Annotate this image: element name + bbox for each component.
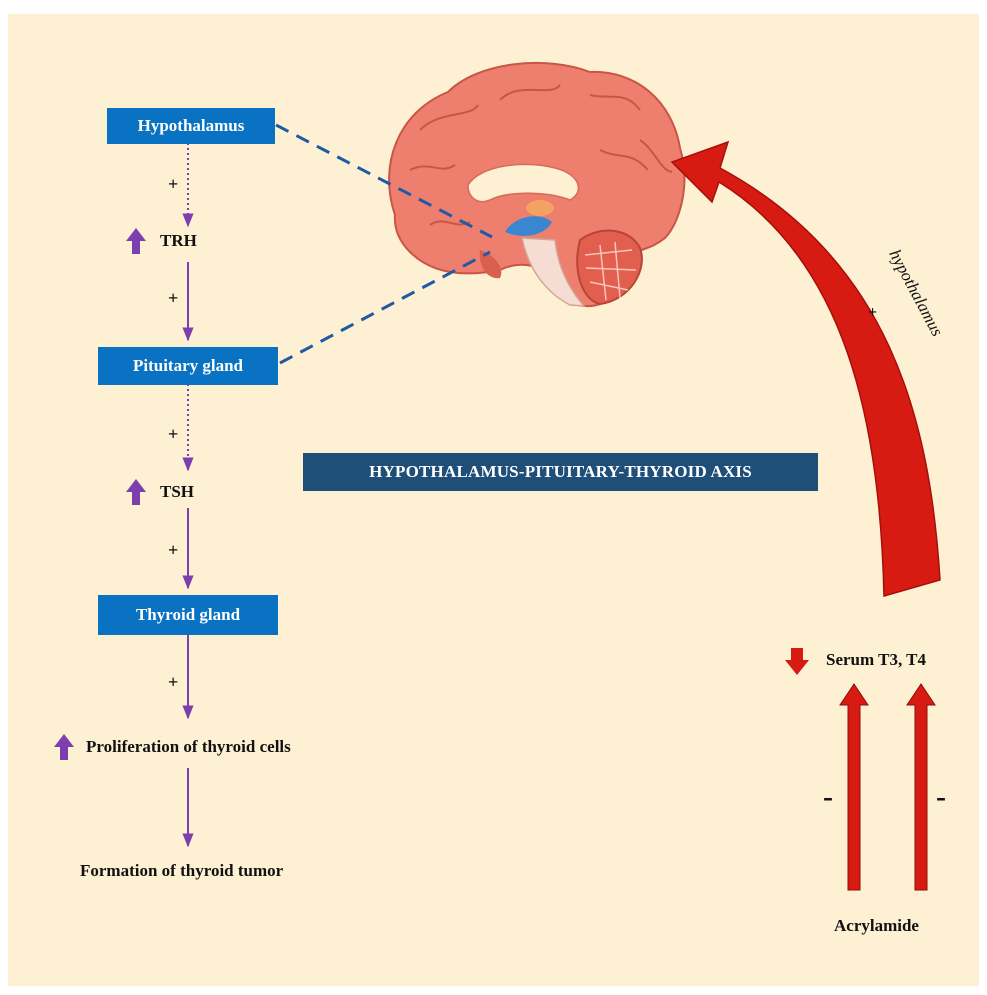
plus-sign-5: + xyxy=(168,672,178,693)
tsh-label: TSH xyxy=(160,482,194,502)
minus-sign-right: - xyxy=(936,780,946,814)
plus-sign-3: + xyxy=(168,424,178,445)
acrylamide-label: Acrylamide xyxy=(834,916,919,936)
tumor-label: Formation of thyroid tumor xyxy=(80,861,283,881)
plus-sign-4: + xyxy=(168,540,178,561)
increase-icon-tsh xyxy=(126,479,146,505)
plus-sign-2: + xyxy=(168,288,178,309)
minus-sign-left: - xyxy=(823,780,833,814)
pituitary-gland-box: Pituitary gland xyxy=(98,347,278,385)
axis-title: HYPOTHALAMUS-PITUITARY-THYROID AXIS xyxy=(369,462,752,482)
pituitary-gland-label: Pituitary gland xyxy=(133,356,243,376)
increase-icon-proliferation xyxy=(54,734,74,760)
brain-illustration xyxy=(389,63,684,306)
proliferation-label: Proliferation of thyroid cells xyxy=(86,737,291,757)
thyroid-gland-label: Thyroid gland xyxy=(136,605,240,625)
feedback-arrow xyxy=(672,142,940,596)
plus-sign-1: + xyxy=(168,174,178,195)
thyroid-gland-box: Thyroid gland xyxy=(98,595,278,635)
serum-label: Serum T3, T4 xyxy=(826,650,926,670)
arrow-acrylamide-left xyxy=(840,684,868,890)
axis-title-box: HYPOTHALAMUS-PITUITARY-THYROID AXIS xyxy=(303,453,818,491)
hypothalamus-label: Hypothalamus xyxy=(138,116,245,136)
decrease-icon-serum xyxy=(785,648,809,675)
arrow-acrylamide-right xyxy=(907,684,935,890)
trh-label: TRH xyxy=(160,231,197,251)
plus-sign-feedback: + xyxy=(868,304,877,322)
increase-icon-trh xyxy=(126,228,146,254)
hypothalamus-box: Hypothalamus xyxy=(107,108,275,144)
